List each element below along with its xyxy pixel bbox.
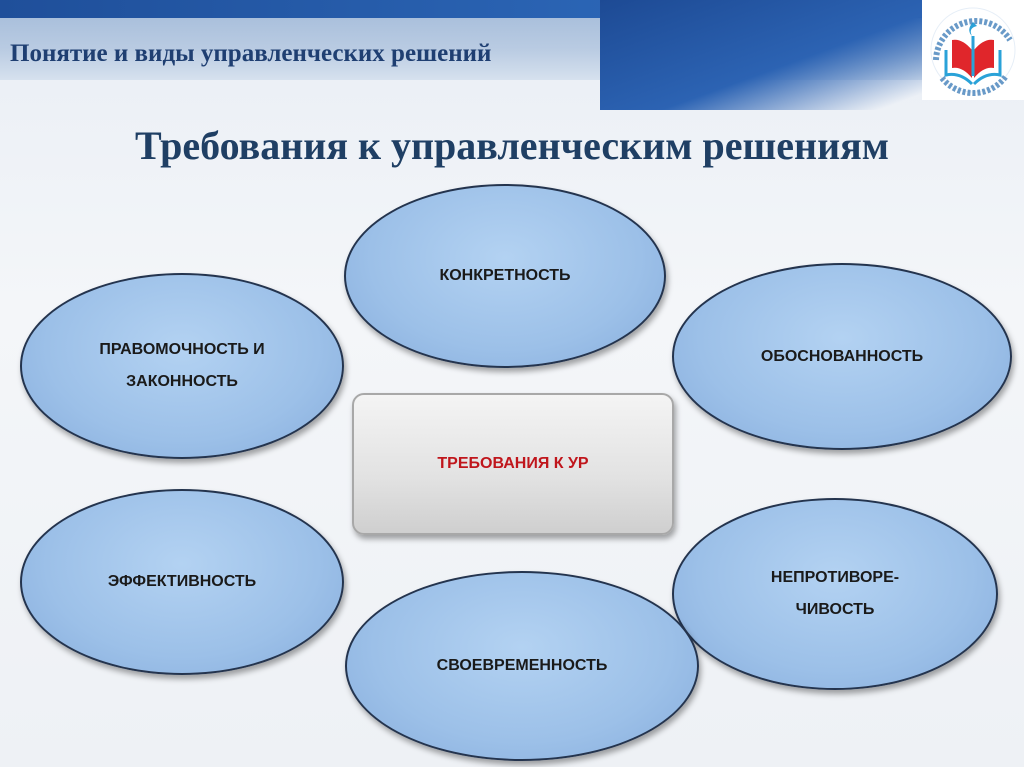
- requirement-label: ЭФФЕКТИВНОСТЬ: [107, 573, 257, 590]
- header-title: Понятие и виды управленческих решений: [10, 40, 492, 67]
- requirement-label: СВОЕВРЕМЕННОСТЬ: [436, 657, 608, 674]
- requirement-efficiency: ЭФФЕКТИВНОСТЬ: [20, 489, 344, 675]
- requirement-label: КОНКРЕТНОСТЬ: [439, 267, 571, 284]
- requirement-timeliness: СВОЕВРЕМЕННОСТЬ: [345, 571, 699, 761]
- requirement-concreteness: КОНКРЕТНОСТЬ: [344, 184, 666, 368]
- requirement-legitimacy: ПРАВОМОЧНОСТЬ И ЗАКОННОСТЬ: [20, 273, 344, 459]
- requirement-label: ОБОСНОВАННОСТЬ: [760, 347, 924, 365]
- slide-title: Требования к управленческим решениям: [134, 123, 890, 168]
- central-box: ТРЕБОВАНИЯ К УР: [352, 393, 674, 535]
- requirement-consistency: НЕПРОТИВОРЕ-ЧИВОСТЬ: [672, 498, 998, 690]
- requirement-label: НЕПРОТИВОРЕ-ЧИВОСТЬ: [770, 569, 900, 618]
- requirement-label: ПРАВОМОЧНОСТЬ И ЗАКОННОСТЬ: [99, 341, 265, 390]
- university-logo: [922, 0, 1024, 100]
- requirement-validity: ОБОСНОВАННОСТЬ: [672, 263, 1012, 450]
